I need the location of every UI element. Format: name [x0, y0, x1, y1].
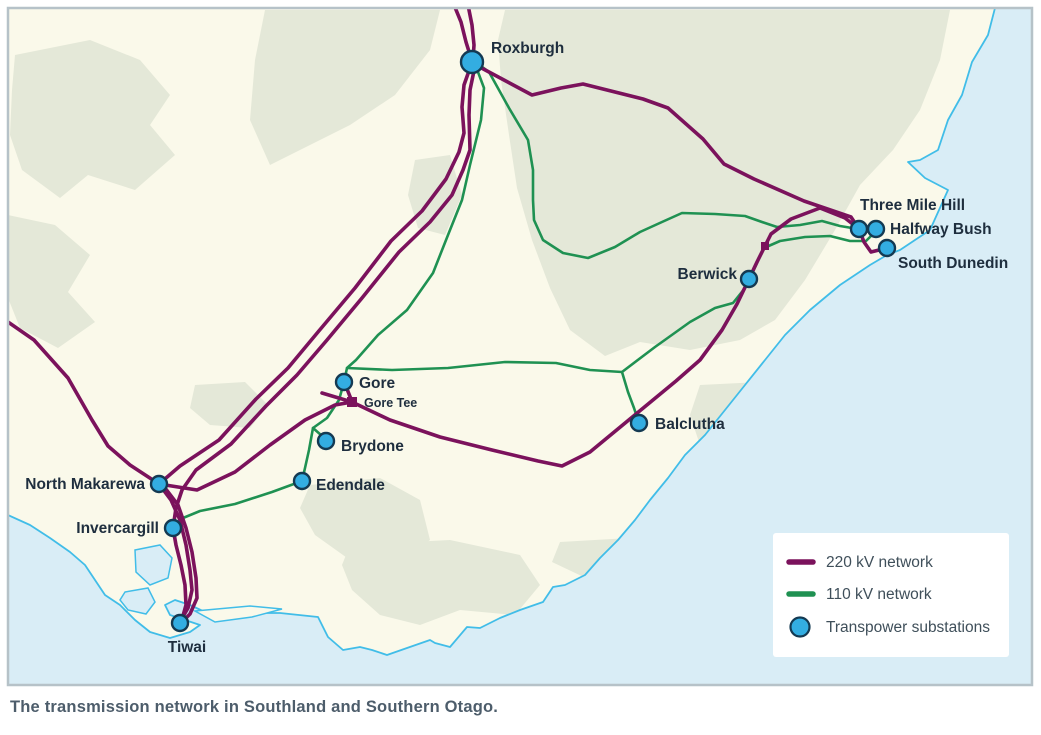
110kv-line-roxburgh-dunedin [475, 61, 861, 260]
legend-label-110kv: 110 kV network [826, 586, 932, 603]
substation-dot-gore [334, 372, 354, 392]
legend-substation-icon [789, 616, 811, 638]
station-label-south-dunedin: South Dunedin [898, 255, 1008, 272]
110kv-line-gore-berwick-halfwaybush [345, 228, 878, 374]
substations [149, 49, 897, 633]
station-label-tiwai: Tiwai [168, 639, 206, 656]
station-label-brydone: Brydone [341, 438, 404, 455]
coastline [9, 9, 996, 656]
legend-label-220kv: 220 kV network [826, 554, 933, 571]
220kv-line-roxburgh-threemilehill [472, 62, 861, 231]
transmission-map: Roxburgh Three Mile Hill Halfway Bush So… [6, 6, 1034, 687]
network-110kv [171, 61, 878, 530]
substation-dot-berwick [739, 269, 759, 289]
station-label-berwick: Berwick [678, 266, 738, 283]
lagoon [134, 544, 173, 586]
terrain-patch [10, 40, 175, 198]
map-caption: The transmission network in Southland an… [10, 698, 499, 716]
station-labels: Roxburgh Three Mile Hill Halfway Bush So… [25, 40, 1008, 656]
220kv-line-northmakarewa-goretee-berwick-dunedin [157, 206, 861, 492]
220kv-line-northmakarewa-tiwai-b [163, 486, 199, 625]
terrain-patch [342, 540, 540, 625]
station-label-invercargill: Invercargill [76, 520, 159, 537]
110kv-line-roxburgh-gore [342, 62, 486, 384]
substation-dot-three-mile-hill [849, 219, 869, 239]
station-label-gore: Gore [359, 375, 396, 392]
220kv-line-north-a [453, 9, 473, 60]
legend-label-substations: Transpower substations [826, 619, 990, 636]
gore-tee-marker [347, 397, 357, 407]
station-label-roxburgh: Roxburgh [491, 40, 564, 57]
220kv-line-invercargill-tiwai [171, 526, 188, 625]
terrain-patch [190, 382, 268, 428]
substation-dot-halfway-bush [866, 219, 886, 239]
station-label-gore-tee: Gore Tee [364, 396, 417, 410]
lagoon [119, 587, 156, 615]
legend-box [773, 533, 1009, 657]
220kv-line-west-northmakarewa [9, 320, 161, 486]
substation-dot-invercargill [163, 518, 183, 538]
ocean [9, 9, 1031, 684]
substation-dot-brydone [316, 431, 336, 451]
station-label-edendale: Edendale [316, 477, 385, 494]
220kv-line-roxburgh-invercargill [171, 64, 477, 530]
legend: 220 kV network 110 kV network Transpower… [773, 533, 1009, 657]
station-label-halfway-bush: Halfway Bush [890, 221, 992, 238]
substation-dot-south-dunedin [877, 238, 897, 258]
station-label-north-makarewa: North Makarewa [25, 476, 145, 493]
220kv-line-roxburgh-northmakarewa [157, 66, 472, 486]
substation-dot-balclutha [629, 413, 649, 433]
station-label-balclutha: Balclutha [655, 416, 725, 433]
tee-marker [761, 242, 769, 250]
substation-dot-edendale [292, 471, 312, 491]
substation-dot-tiwai [170, 613, 190, 633]
substation-dot-roxburgh [459, 49, 485, 75]
map-frame [6, 6, 1034, 687]
terrain-patch [9, 215, 95, 348]
network-220kv [9, 9, 889, 625]
terrain-patch [250, 10, 440, 165]
tiwai-peninsula [192, 605, 283, 623]
terrain-patch [498, 10, 950, 356]
station-label-three-mile-hill: Three Mile Hill [860, 197, 965, 214]
substation-dot-north-makarewa [149, 474, 169, 494]
